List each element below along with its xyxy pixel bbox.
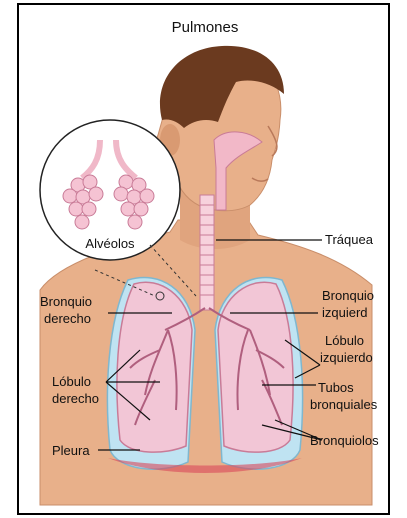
label-lobulo-izquierdo-2: izquierdo <box>320 350 373 365</box>
label-traquea: Tráquea <box>325 232 374 247</box>
label-tubos-1: Tubos <box>318 380 354 395</box>
label-bronquiolos: Bronquiolos <box>310 433 379 448</box>
label-lobulo-derecho-1: Lóbulo <box>52 374 91 389</box>
label-tubos-2: bronquiales <box>310 397 378 412</box>
label-pleura: Pleura <box>52 443 90 458</box>
alveoli-inset: Alvéolos <box>40 120 180 260</box>
diagram-title: Pulmones <box>172 19 239 36</box>
label-bronquio-derecho-2: derecho <box>44 311 91 326</box>
right-lung <box>117 282 192 452</box>
label-lobulo-derecho-2: derecho <box>52 391 99 406</box>
label-bronquio-izquierdo-2: izquierd <box>322 305 368 320</box>
trachea <box>200 195 214 310</box>
label-bronquio-derecho-1: Bronquio <box>40 294 92 309</box>
label-alveolos: Alvéolos <box>85 236 135 251</box>
label-bronquio-izquierdo-1: Bronquio <box>322 288 374 303</box>
label-lobulo-izquierdo-1: Lóbulo <box>325 333 364 348</box>
